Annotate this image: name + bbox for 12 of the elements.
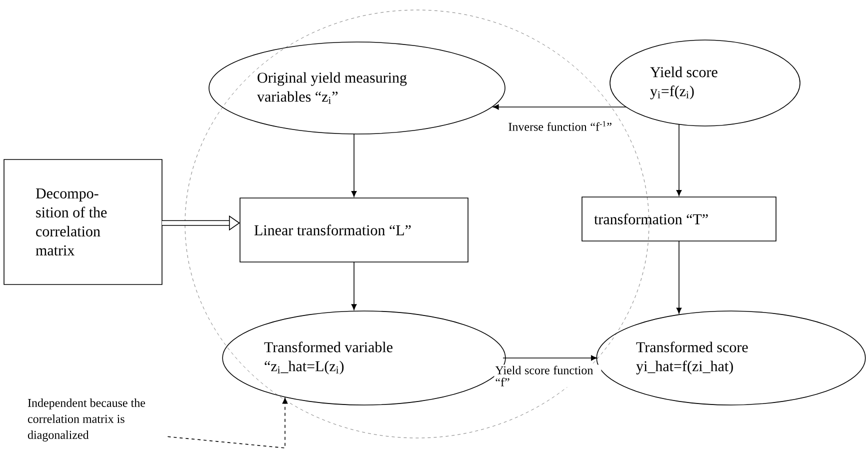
arrow [351, 134, 357, 197]
arrow [492, 104, 627, 110]
arrow [167, 398, 288, 448]
process-box: Decompo- sition of the correlation matrix [4, 159, 162, 285]
process-box: Linear transformation “L” [240, 198, 468, 262]
arrow [676, 240, 682, 314]
arrow [351, 262, 357, 310]
arrow [502, 355, 597, 361]
process-box: transformation “T” [582, 196, 776, 242]
edge-label: Yield score function “f” [494, 364, 602, 388]
arrow [676, 124, 682, 196]
note-text: Independent because the correlation matrix is diagonalized [28, 398, 146, 442]
